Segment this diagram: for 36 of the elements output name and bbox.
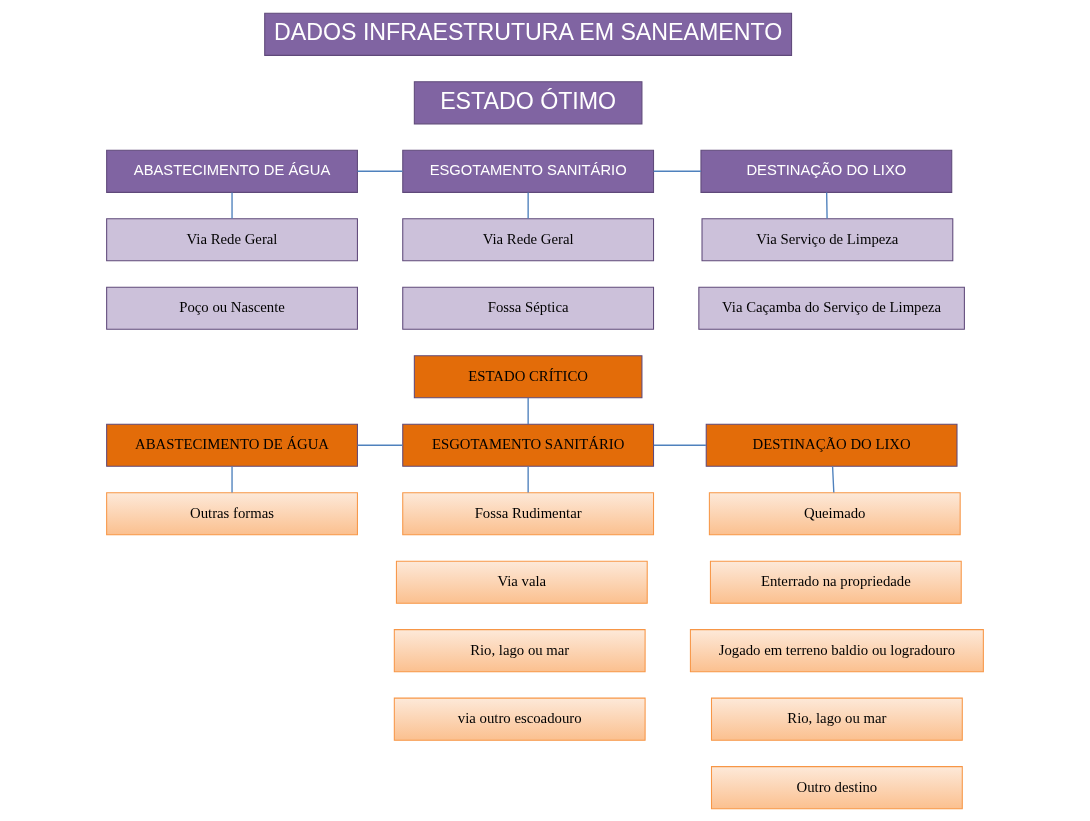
node-box: Outro destino xyxy=(710,765,963,809)
node-box: Via Rede Geral xyxy=(106,217,358,261)
node-box: Jogado em terreno baldio ou logradouro xyxy=(689,628,984,672)
node-box: Queimado xyxy=(708,491,961,535)
node-box: Via vala xyxy=(395,560,648,604)
node-box: ESTADO ÓTIMO xyxy=(413,80,643,124)
connector xyxy=(653,444,707,446)
node-box: ESGOTAMENTO SANITÁRIO xyxy=(402,423,655,467)
connector xyxy=(527,396,529,425)
node-box: via outro escoadouro xyxy=(393,697,646,741)
connector xyxy=(231,191,233,219)
node-box: Fossa Séptica xyxy=(402,286,655,330)
node-box: DESTINAÇÃO DO LIXO xyxy=(705,423,958,467)
connector xyxy=(826,191,828,219)
node-box: ABASTECIMENTO DE ÁGUA xyxy=(106,149,358,193)
node-box: ABASTECIMENTO DE ÁGUA xyxy=(106,423,358,467)
connector xyxy=(356,444,404,446)
connector xyxy=(652,170,702,172)
connector xyxy=(231,465,233,493)
node-box: Rio, lago ou mar xyxy=(393,628,646,672)
node-box: Fossa Rudimentar xyxy=(402,491,655,535)
node-box: Via Caçamba do Serviço de Limpeza xyxy=(698,286,965,330)
node-box: DESTINAÇÃO DO LIXO xyxy=(700,149,953,193)
node-box: Enterrado na propriedade xyxy=(709,560,962,604)
connector xyxy=(831,465,835,493)
connector xyxy=(356,170,404,172)
connector xyxy=(527,465,529,493)
node-box: Via Rede Geral xyxy=(402,217,655,261)
node-box: Outras formas xyxy=(106,491,358,535)
connector xyxy=(527,191,529,219)
node-box: ESGOTAMENTO SANITÁRIO xyxy=(402,149,655,193)
node-box: ESTADO CRÍTICO xyxy=(413,354,643,398)
node-box: Poço ou Nascente xyxy=(106,286,358,330)
node-box: Via Serviço de Limpeza xyxy=(701,217,954,261)
node-box: DADOS INFRAESTRUTURA EM SANEAMENTO xyxy=(264,12,793,56)
node-box: Rio, lago ou mar xyxy=(710,697,963,741)
